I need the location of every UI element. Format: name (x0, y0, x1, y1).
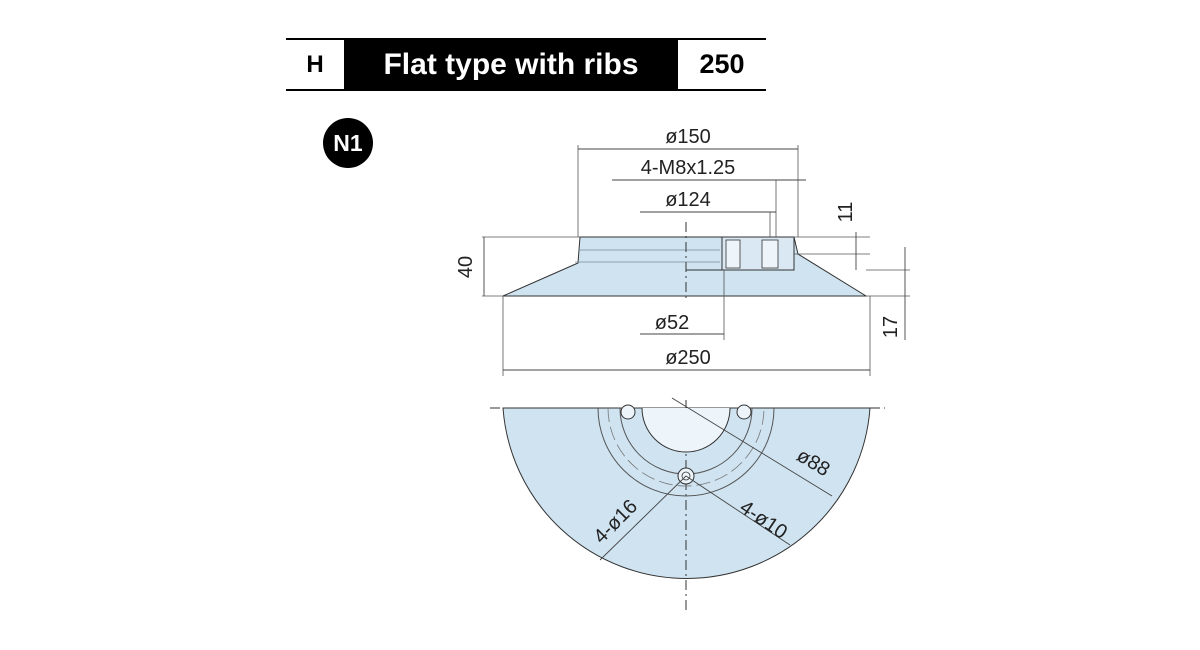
half-disc (502, 407, 871, 579)
model-badge: N1 (323, 118, 373, 168)
size-code: 250 (699, 49, 745, 79)
dim-d250: ø250 (665, 347, 711, 369)
dim-h40: 40 (455, 256, 477, 278)
dim-d124: ø124 (665, 189, 711, 211)
dim-thread: 4-M8x1.25 (641, 157, 736, 179)
series-code: H (306, 51, 324, 78)
side-view: ø150 4-M8x1.25 ø124 ø52 ø250 40 11 17 (455, 126, 910, 376)
cup-profile (502, 236, 868, 297)
dim-d150: ø150 (665, 126, 711, 148)
dim-h17: 17 (880, 316, 902, 338)
title-bar: H Flat type with ribs 250 (286, 38, 766, 91)
dim-h11: 11 (835, 202, 857, 223)
bottom-view: ø88 4-ø16 4-ø10 (490, 397, 885, 612)
dim-d52: ø52 (655, 312, 689, 334)
product-title: Flat type with ribs (344, 40, 678, 89)
